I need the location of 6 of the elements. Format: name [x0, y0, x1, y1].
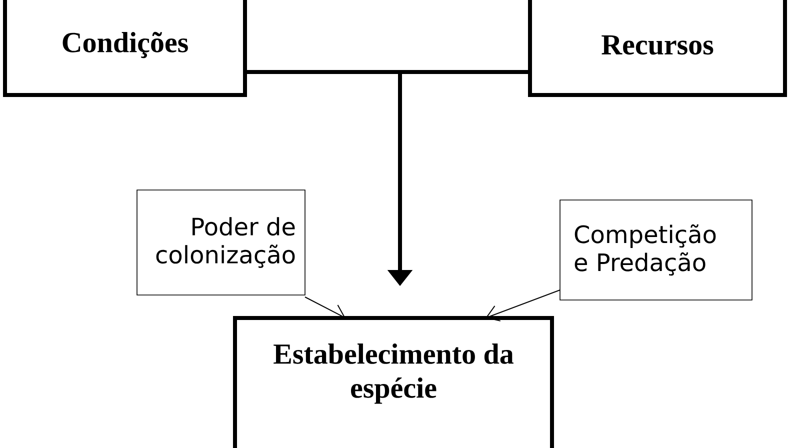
- process-box: Estabelecimento da espécie: [233, 316, 554, 448]
- process-box: Condições: [3, 0, 247, 97]
- arrow: [486, 290, 560, 322]
- process-box: Recursos: [528, 0, 787, 97]
- factor-box: Competição e Predação: [560, 200, 752, 300]
- factor-box: Poder de colonização: [136, 190, 306, 296]
